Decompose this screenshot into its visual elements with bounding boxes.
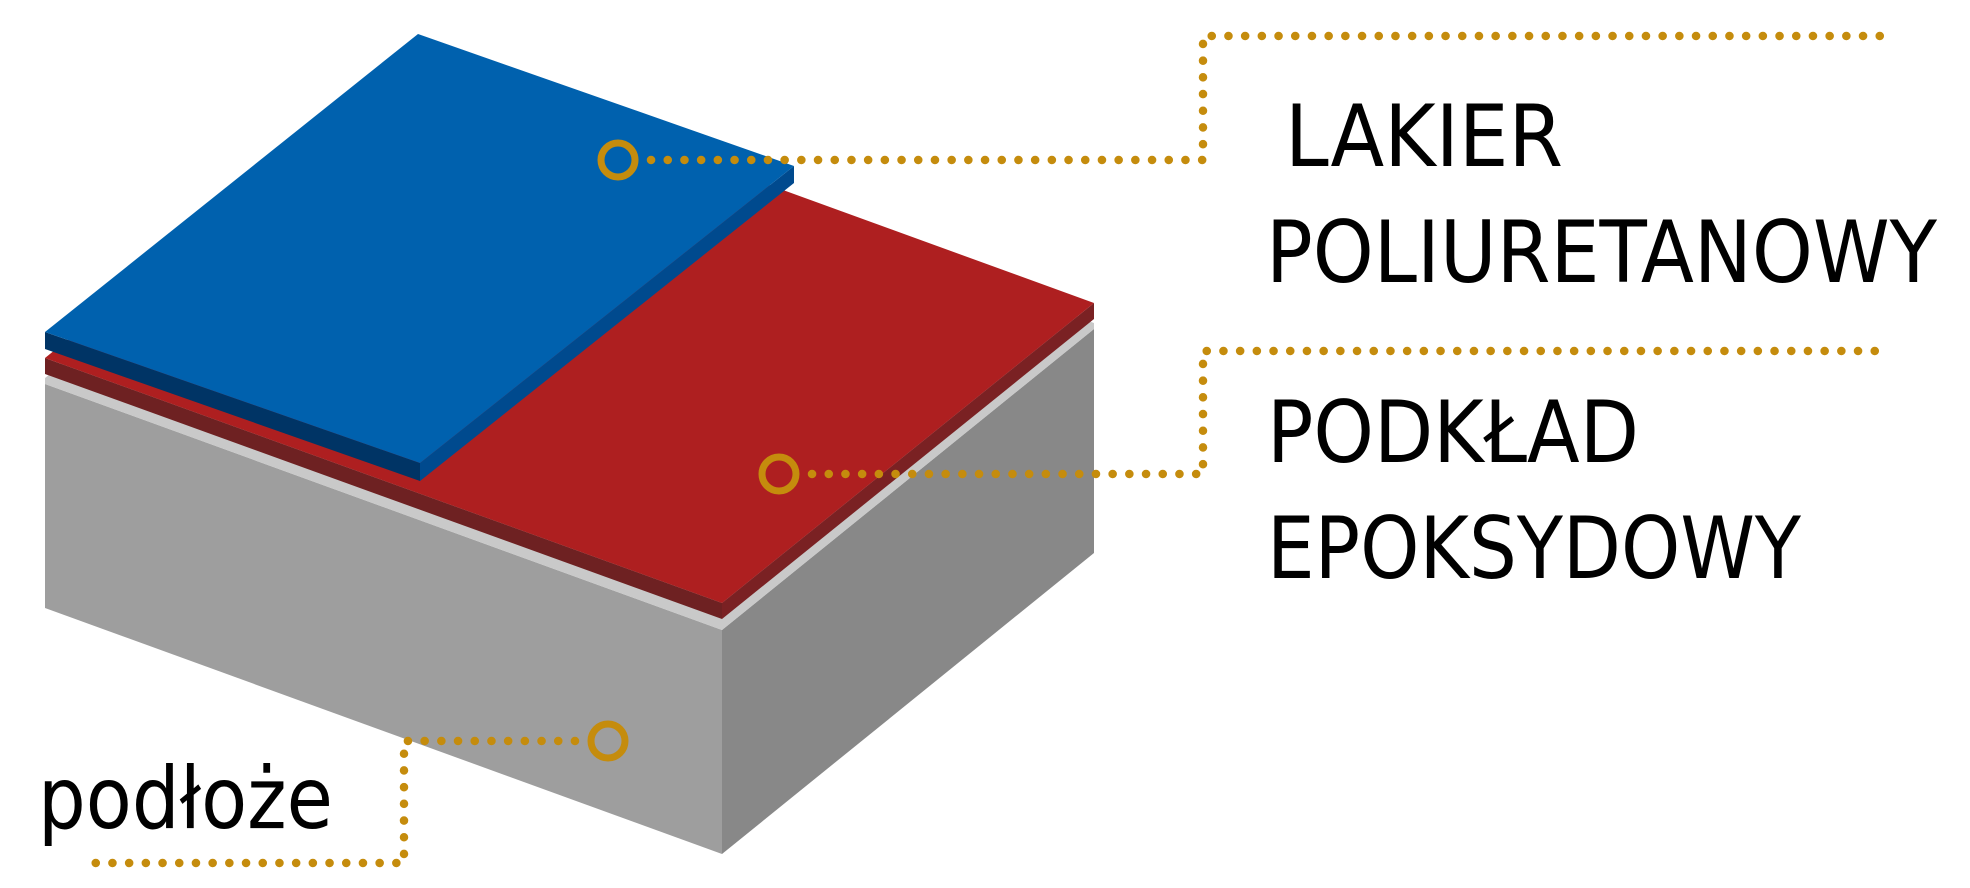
callout-marker-podklad — [758, 453, 800, 495]
label-podklad-line2: EPOKSYDOWY — [1267, 499, 1801, 599]
label-podloze: podłoże — [38, 749, 333, 849]
callouts — [81, 31, 1890, 868]
lacquer-slab — [45, 34, 794, 481]
callout-line-lakier — [646, 31, 1890, 165]
labels: LAKIER POLIURETANOWY PODKŁAD EPOKSYDOWY … — [38, 87, 1937, 849]
label-podklad-line1: PODKŁAD — [1267, 383, 1639, 483]
substrate-front-face — [45, 384, 722, 854]
callout-line-podklad — [807, 346, 1890, 479]
label-lakier-line2: POLIURETANOWY — [1266, 203, 1937, 303]
lacquer-front-edge — [45, 332, 420, 481]
primer-front-edge — [45, 358, 722, 619]
primer-right-edge — [722, 303, 1094, 619]
callout-line-podloze — [81, 736, 580, 868]
lacquer-right-edge — [420, 166, 794, 481]
lacquer-top-face — [45, 34, 794, 463]
substrate-right-face — [722, 329, 1094, 854]
callout-marker-podloze — [587, 720, 629, 762]
label-lakier-line1: LAKIER — [1285, 87, 1563, 187]
callout-marker-lakier — [597, 139, 639, 181]
